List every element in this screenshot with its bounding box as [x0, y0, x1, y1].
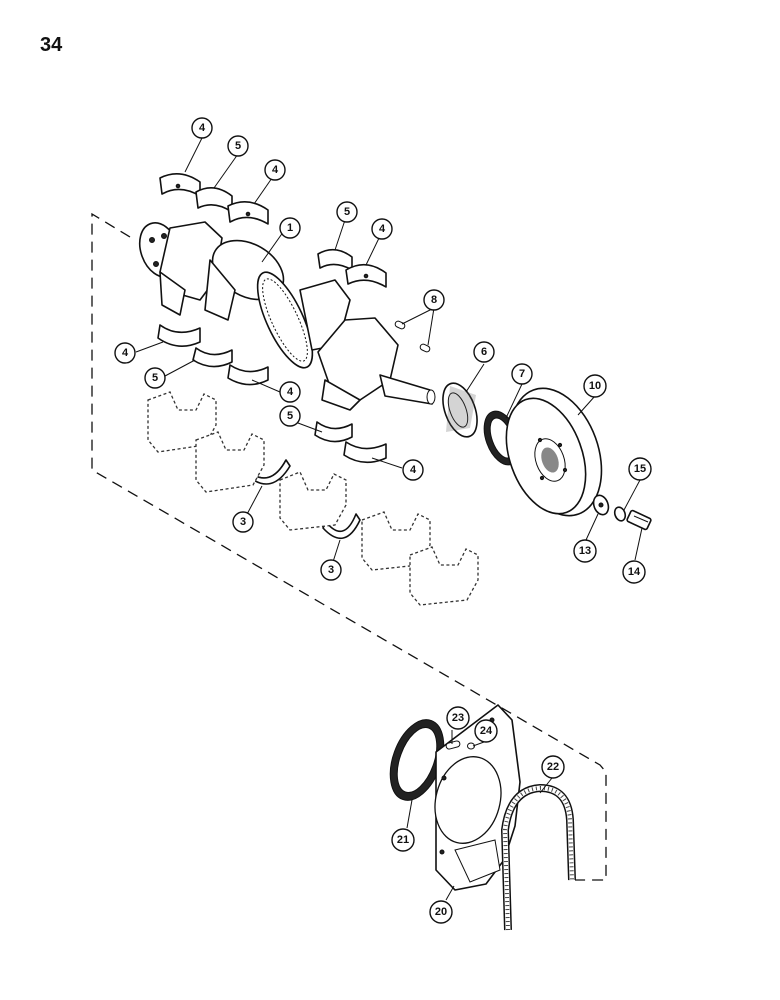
callout-8: 8 [423, 289, 445, 311]
callout-5: 5 [279, 405, 301, 427]
svg-text:4: 4 [379, 223, 386, 235]
callout-20: 20 [429, 900, 453, 924]
svg-text:13: 13 [579, 545, 591, 557]
seal-retainer-housing [434, 704, 521, 891]
crank-gear [442, 382, 478, 438]
svg-text:21: 21 [397, 834, 409, 846]
svg-text:6: 6 [481, 346, 487, 358]
page-number: 34 [40, 34, 63, 56]
callout-23: 23 [446, 706, 470, 730]
assembly-dashed-outline [91, 212, 607, 881]
retainer-pin [467, 742, 475, 750]
svg-text:22: 22 [547, 761, 559, 773]
crankshaft [138, 221, 436, 411]
callout-1: 1 [279, 217, 301, 239]
svg-text:5: 5 [344, 206, 350, 218]
svg-text:4: 4 [287, 386, 294, 398]
svg-text:4: 4 [199, 122, 206, 134]
svg-text:4: 4 [122, 347, 129, 359]
svg-text:10: 10 [589, 380, 601, 392]
svg-text:3: 3 [328, 564, 334, 576]
callout-24: 24 [474, 719, 498, 743]
dowel-pins [394, 320, 431, 353]
svg-text:23: 23 [452, 712, 464, 724]
svg-text:5: 5 [235, 140, 241, 152]
callout-14: 14 [622, 560, 646, 584]
svg-text:20: 20 [435, 906, 447, 918]
callout-7: 7 [511, 363, 533, 385]
callout-3: 3 [320, 559, 342, 581]
rear-seal [389, 719, 445, 801]
callout-5: 5 [144, 367, 166, 389]
callout-4: 4 [114, 342, 136, 364]
callout-22: 22 [541, 755, 565, 779]
callout-4: 4 [371, 218, 393, 240]
svg-text:1: 1 [287, 222, 293, 234]
pulley-washer [592, 494, 610, 516]
svg-text:4: 4 [272, 164, 279, 176]
callout-13: 13 [573, 539, 597, 563]
callout-3: 3 [232, 511, 254, 533]
callout-6: 6 [473, 341, 495, 363]
svg-text:4: 4 [410, 464, 417, 476]
upper-bearing-shells [159, 173, 387, 288]
callout-4: 4 [279, 381, 301, 403]
callout-4: 4 [402, 459, 424, 481]
callout-10: 10 [583, 374, 607, 398]
retainer-gasket [500, 783, 576, 931]
lock-washer [613, 506, 627, 522]
svg-text:5: 5 [287, 410, 293, 422]
svg-text:3: 3 [240, 516, 246, 528]
callout-5: 5 [336, 201, 358, 223]
svg-text:5: 5 [152, 372, 158, 384]
callout-21: 21 [391, 828, 415, 852]
callout-4: 4 [191, 117, 213, 139]
svg-text:7: 7 [519, 368, 525, 380]
pulley-bolt [626, 509, 652, 531]
svg-text:15: 15 [634, 463, 646, 475]
svg-text:14: 14 [628, 566, 641, 578]
svg-text:24: 24 [480, 725, 493, 737]
callout-4: 4 [264, 159, 286, 181]
callout-15: 15 [628, 457, 652, 481]
main-bearing-caps [147, 391, 479, 606]
crank-pulley [505, 387, 603, 517]
svg-text:8: 8 [431, 294, 437, 306]
callout-5: 5 [227, 135, 249, 157]
